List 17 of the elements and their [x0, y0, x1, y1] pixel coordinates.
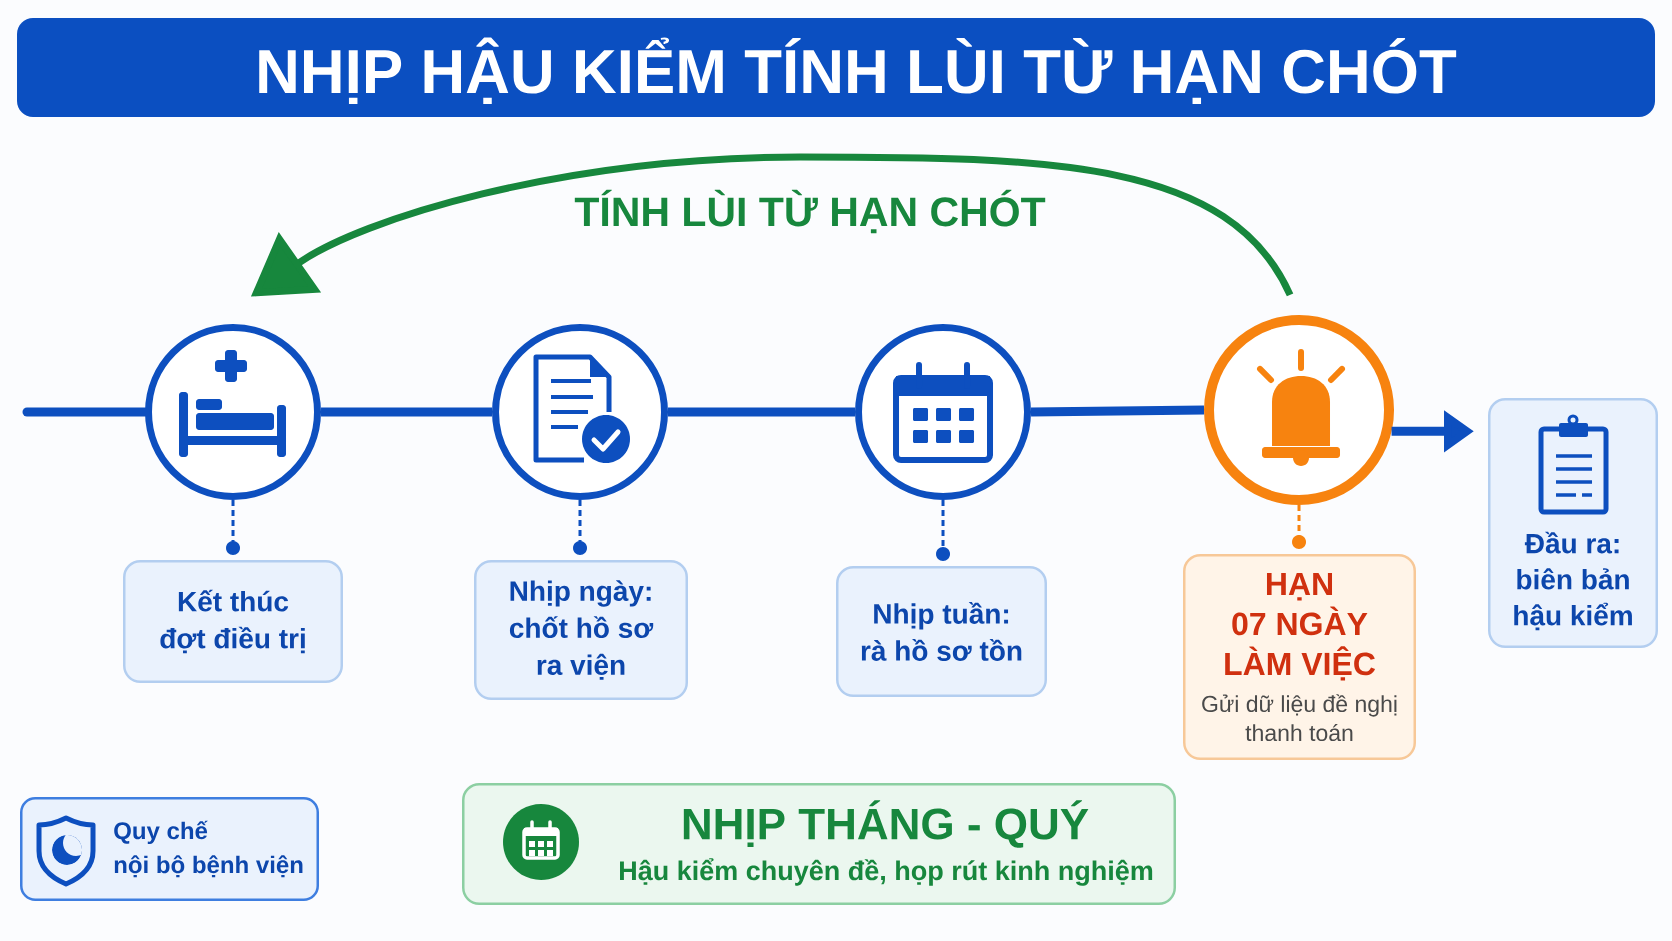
dashed-line	[1292, 505, 1306, 549]
dashed-line	[936, 500, 950, 561]
note-box: Quy chế nội bộ bệnh viện	[20, 797, 319, 901]
step-box: Kết thúc đợt điều trị	[123, 560, 343, 683]
timeline-line	[1030, 405, 1205, 417]
timeline-line	[321, 407, 492, 417]
dashed-line	[226, 500, 240, 555]
timeline-line	[668, 407, 855, 417]
edge-label: TÍNH LÙI TỪ HẠN CHÓT	[573, 188, 1047, 235]
title-bar: NHỊP HẬU KIỂM TÍNH LÙI TỪ HẠN CHÓT	[17, 18, 1655, 117]
output-box: Đầu ra: biên bản hậu kiểm	[1488, 398, 1658, 648]
rhythm-box: NHỊP THÁNG - QUÝ Hậu kiểm chuyên đề, họp rút kinh nghiệm	[462, 783, 1176, 905]
step-box: Nhịp tuần: rà hồ sơ tồn	[836, 566, 1047, 697]
step-box: Nhịp ngày: chốt hồ sơ ra viện	[474, 560, 688, 700]
step-circle	[492, 324, 668, 500]
dashed-line	[573, 500, 587, 555]
deadline-box: HẠN 07 NGÀY LÀM VIỆC Gửi dữ liệu đề nghị thanh toán	[1183, 554, 1416, 760]
